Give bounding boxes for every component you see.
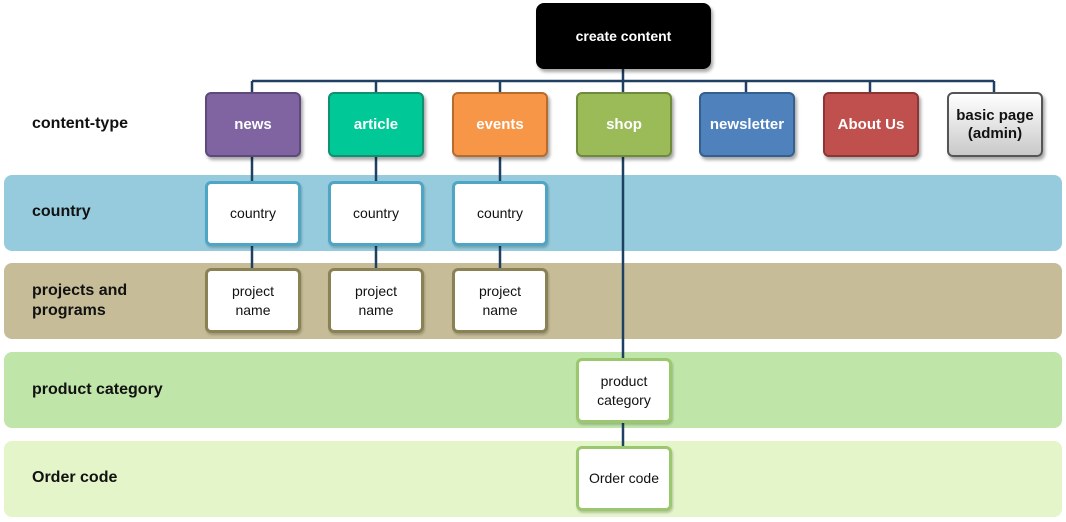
row-label-projects: projects and programs bbox=[32, 282, 128, 319]
product-category-band bbox=[4, 352, 1062, 428]
create-content-node: create content bbox=[536, 3, 711, 69]
country-node-article: country bbox=[328, 181, 424, 246]
order-code-node: Order code bbox=[576, 446, 672, 511]
content-type-shop: shop bbox=[576, 92, 672, 157]
country-node-news: country bbox=[205, 181, 301, 246]
content-type-news: news bbox=[205, 92, 301, 157]
content-type-events: events bbox=[452, 92, 548, 157]
row-label-country: country bbox=[32, 203, 91, 220]
content-type-article: article bbox=[328, 92, 424, 157]
content-type-newsletter: newsletter bbox=[699, 92, 795, 157]
product-category-node: product category bbox=[576, 358, 672, 423]
content-type-about-us: About Us bbox=[823, 92, 919, 157]
country-node-events: country bbox=[452, 181, 548, 246]
project-name-node-events: project name bbox=[452, 268, 548, 333]
project-name-node-news: project name bbox=[205, 268, 301, 333]
content-type-basic-page: basic page (admin) bbox=[947, 92, 1043, 157]
project-name-node-article: project name bbox=[328, 268, 424, 333]
order-code-band bbox=[4, 441, 1062, 517]
row-label-product-category: product category bbox=[32, 381, 163, 398]
row-label-order-code: Order code bbox=[32, 469, 118, 486]
row-label-content-type: content-type bbox=[32, 115, 128, 132]
